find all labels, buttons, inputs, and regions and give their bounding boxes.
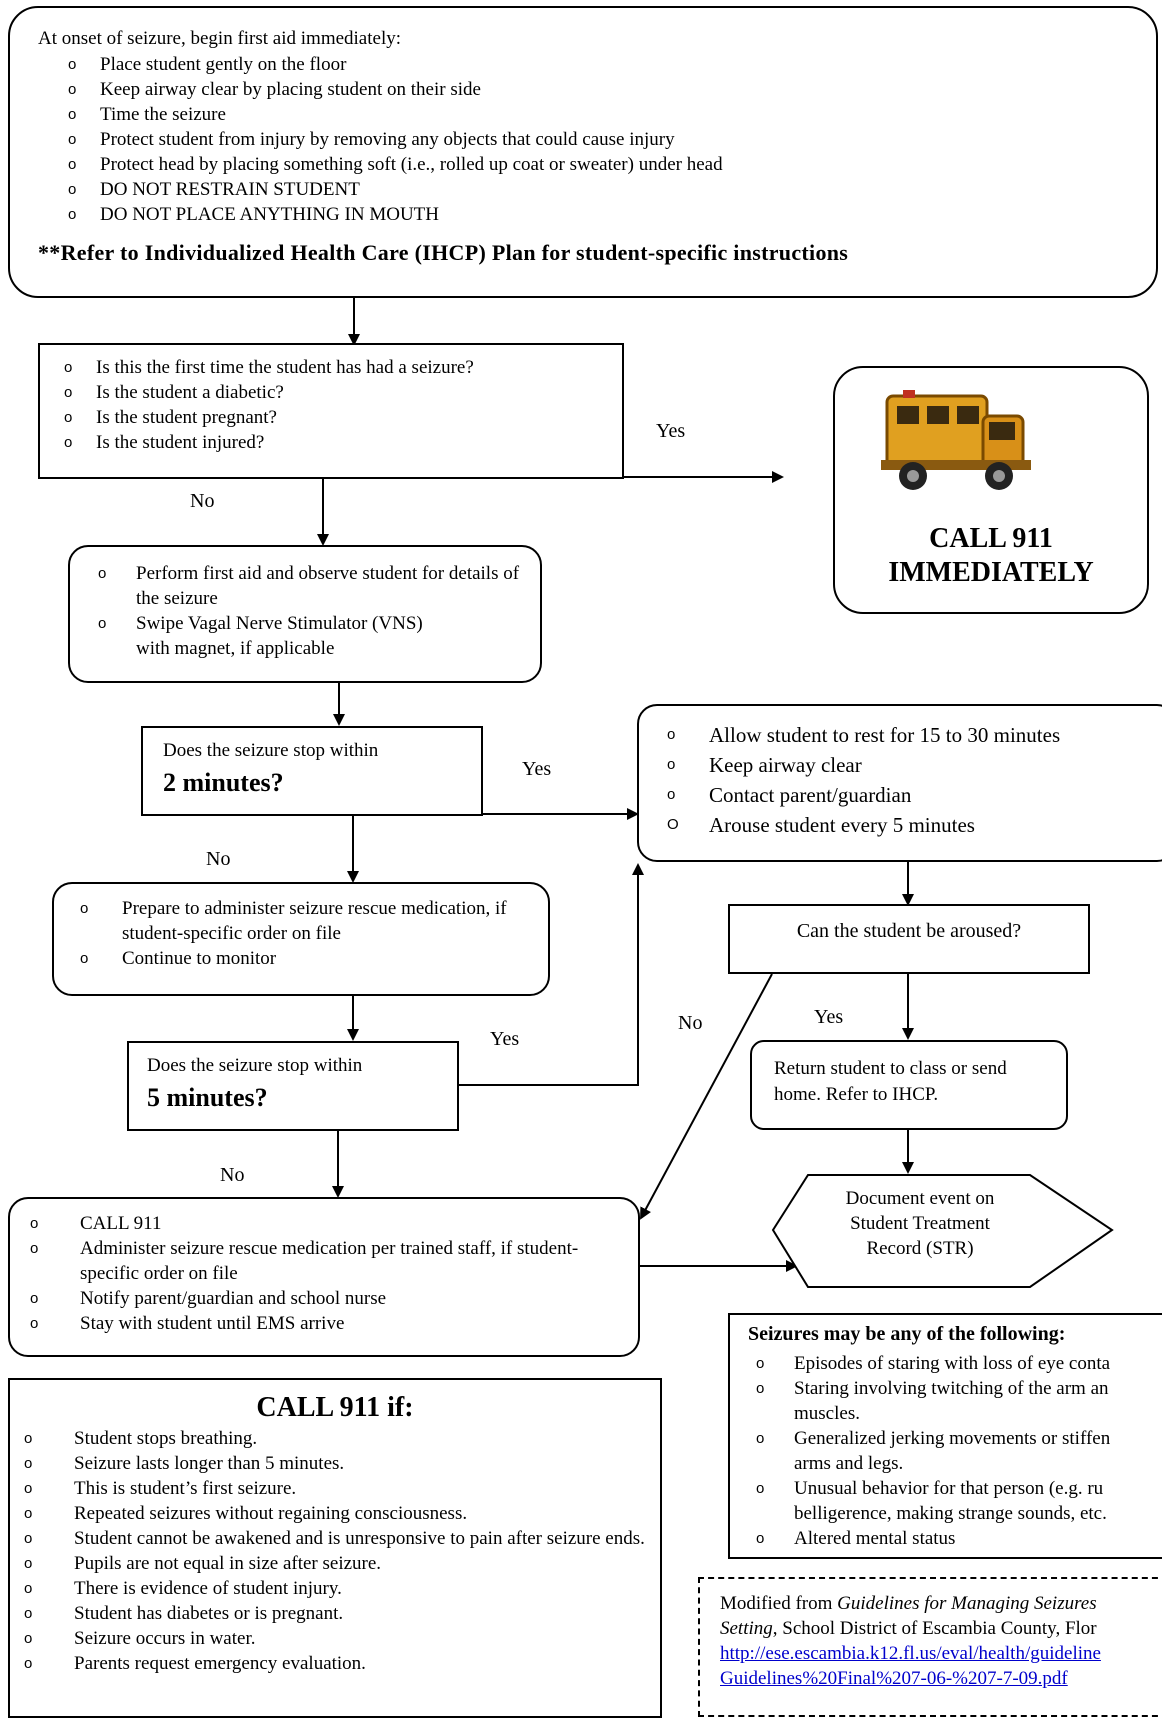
no-label: No (190, 490, 215, 512)
call-911-if-title: CALL 911 if: (256, 1392, 414, 1423)
source-text: Modified from Guidelines for Managing Se… (720, 1593, 1101, 1689)
list-item-continuation: belligerence, making strange sounds, etc… (794, 1503, 1107, 1524)
return-text: Return student to class or send home. Re… (774, 1058, 1007, 1105)
no-label: No (678, 1012, 703, 1034)
ambulance-icon (881, 390, 1031, 490)
two-minutes-decision-box: Does the seizure stop within 2 minutes? (141, 726, 483, 816)
no-label: No (206, 848, 231, 870)
yes-label: Yes (656, 420, 686, 442)
seizure-types-title: Seizures may be any of the following: (748, 1323, 1066, 1345)
yes-label: Yes (522, 758, 552, 780)
two-minutes-emphasis: 2 minutes? (163, 768, 284, 797)
list-item-continuation: muscles. (794, 1403, 860, 1424)
call-911-title: CALL 911 IMMEDIATELY (888, 523, 1094, 588)
five-minutes-decision-box: Does the seizure stop within 5 minutes? (127, 1041, 459, 1131)
five-minutes-question: Does the seizure stop within (147, 1055, 363, 1076)
intro-text: At onset of seizure, begin first aid imm… (38, 28, 402, 49)
first-aid-instructions-box: At onset of seizure, begin first aid imm… (8, 6, 1158, 298)
ihcp-refer-text: **Refer to Individualized Health Care (I… (38, 240, 849, 265)
return-to-class-box: Return student to class or send home. Re… (750, 1040, 1068, 1130)
aroused-question: Can the student be aroused? (796, 920, 1022, 942)
yes-label: Yes (814, 1006, 844, 1028)
source-url-link-continued[interactable]: Guidelines%20Final%207-06-%207-7-09.pdf (720, 1668, 1068, 1689)
two-minutes-question: Does the seizure stop within (163, 740, 379, 761)
aroused-decision-box: Can the student be aroused? (728, 904, 1090, 974)
document-hexagon (771, 1174, 1114, 1288)
list-item-continuation: arms and legs. (794, 1453, 904, 1474)
no-label: No (220, 1164, 245, 1186)
arrow-aroused-no-to-actions (640, 973, 773, 1220)
document-event-text: Document event on Student Treatment Reco… (845, 1188, 995, 1259)
call-911-immediately-box: CALL 911 IMMEDIATELY (833, 366, 1149, 614)
arrow-5min-yes-to-rest (458, 863, 644, 1086)
yes-label: Yes (490, 1028, 520, 1050)
source-citation-box: Modified from Guidelines for Managing Se… (698, 1577, 1162, 1717)
source-url-link[interactable]: http://ese.escambia.k12.fl.us/eval/healt… (720, 1643, 1101, 1664)
five-minutes-emphasis: 5 minutes? (147, 1083, 268, 1112)
